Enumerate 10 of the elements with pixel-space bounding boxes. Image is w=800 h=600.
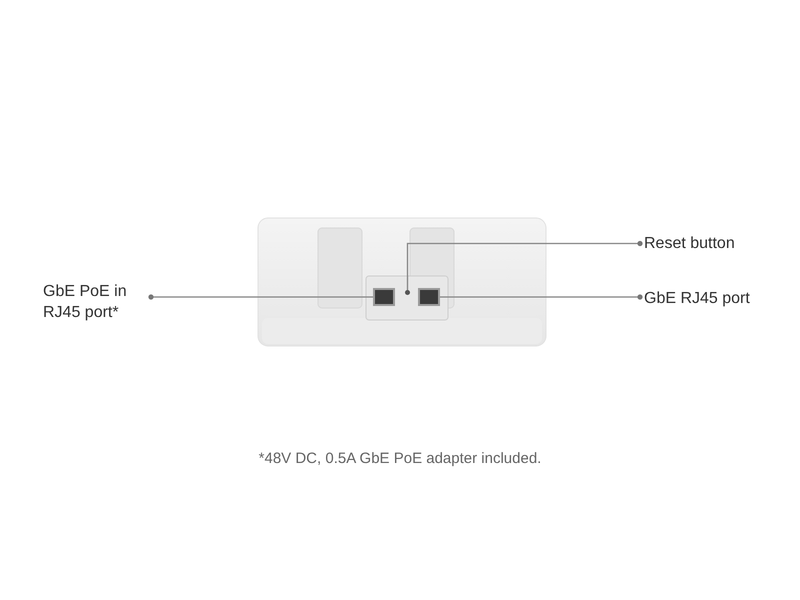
callout-label: Reset button <box>644 233 784 254</box>
leader-line <box>406 240 643 290</box>
footnote: *48V DC, 0.5A GbE PoE adapter included. <box>258 450 542 467</box>
callout-label: GbE RJ45 port <box>644 288 784 309</box>
reset-hole <box>405 290 410 295</box>
leader-line <box>148 294 373 300</box>
leader-line <box>440 294 643 300</box>
port-socket <box>373 288 395 306</box>
callout-label: GbE PoE in RJ45 port* <box>43 281 147 323</box>
port-socket <box>418 288 440 306</box>
